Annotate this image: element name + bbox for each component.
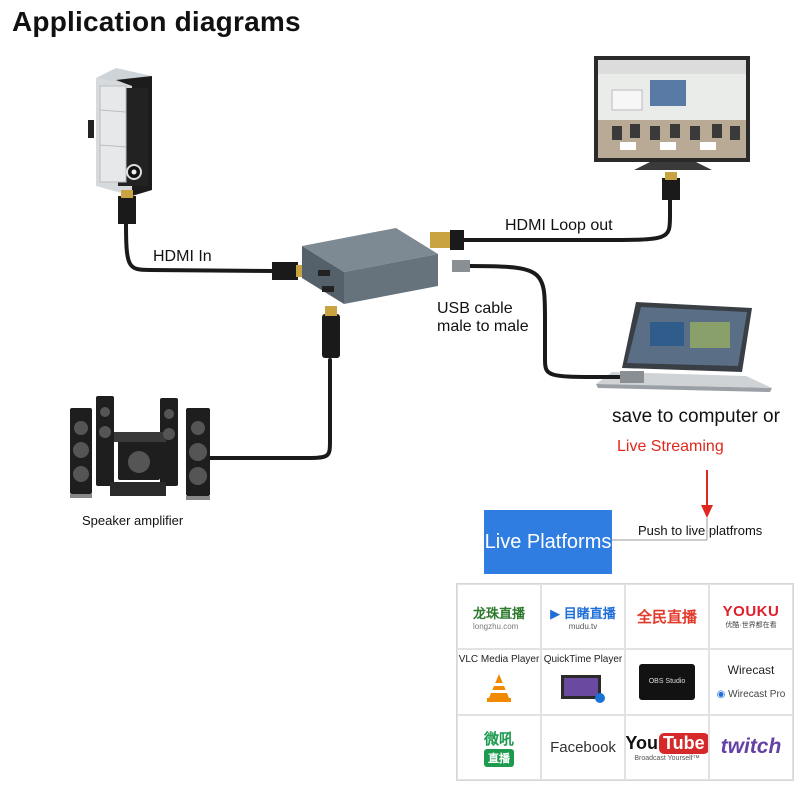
vlc-caption: VLC Media Player bbox=[458, 654, 540, 666]
wirecast-title: Wirecast bbox=[727, 663, 775, 678]
vlc-cone-icon bbox=[487, 673, 511, 702]
live-streaming-label: Live Streaming bbox=[617, 438, 724, 455]
facebook-logo: Facebook bbox=[541, 714, 625, 780]
youtube-sub: Broadcast Yourself™ bbox=[634, 754, 700, 762]
hdmi-loop-out-cable bbox=[458, 194, 672, 242]
youtube-you: You bbox=[625, 732, 658, 753]
push-arrow bbox=[612, 470, 713, 541]
pc-tower-image bbox=[88, 68, 152, 196]
usb-cable bbox=[468, 264, 624, 379]
quanmin-name: 全民直播 bbox=[636, 609, 697, 627]
quanmin-logo: 全民直播 bbox=[625, 584, 709, 650]
youku-name: YOUKU bbox=[722, 603, 780, 621]
page-title: Application diagrams bbox=[12, 6, 301, 37]
mudu-sub: mudu.tv bbox=[568, 621, 598, 631]
wirecast-pro: ◉ Wirecast Pro bbox=[717, 689, 786, 700]
hdmi-loop-out-label: HDMI Loop out bbox=[505, 217, 613, 234]
wirecast-logo: Wirecast ◉ Wirecast Pro bbox=[709, 649, 793, 715]
save-to-computer-label: save to computer or bbox=[612, 406, 780, 427]
mudu-name: 目睹直播 bbox=[563, 605, 616, 621]
usb-cable-label-line1: USB cable bbox=[437, 300, 513, 317]
speaker-amplifier-image bbox=[70, 396, 210, 500]
audio-cable bbox=[208, 358, 332, 460]
youtube-tube: Tube bbox=[659, 732, 708, 754]
live-platforms-box: Live Platforms bbox=[484, 510, 612, 574]
facebook-name: Facebook bbox=[550, 738, 616, 756]
twitch-name: twitch bbox=[720, 735, 782, 759]
twitch-logo: twitch bbox=[709, 714, 793, 780]
weibo-live-logo: 微吼 直播 bbox=[457, 714, 541, 780]
hdmi-plugs bbox=[118, 172, 680, 383]
quicktime-logo: QuickTime Player bbox=[541, 649, 625, 715]
quicktime-screen-icon bbox=[561, 674, 605, 703]
youku-sub: 优酷·世界都在看 bbox=[725, 622, 777, 630]
mudu-icon: ▶ bbox=[550, 605, 561, 621]
laptop-image bbox=[596, 302, 772, 392]
longzhu-sub: longzhu.com bbox=[472, 621, 519, 631]
quicktime-caption: QuickTime Player bbox=[543, 654, 623, 666]
vlc-logo: VLC Media Player bbox=[457, 649, 541, 715]
weibo-name-line2: 直播 bbox=[484, 748, 514, 767]
hdmi-in-label: HDMI In bbox=[153, 248, 212, 265]
wirecast-pro-label: Wirecast Pro bbox=[728, 689, 786, 701]
wirecast-icon: ◉ bbox=[716, 689, 726, 701]
cables bbox=[124, 194, 672, 460]
push-to-live-label: Push to live platfroms bbox=[638, 523, 763, 538]
speaker-amplifier-label: Speaker amplifier bbox=[82, 513, 184, 528]
obs-name: OBS Studio bbox=[648, 678, 686, 686]
longzhu-name: 龙珠直播 bbox=[472, 605, 525, 621]
hdmi-in-cable bbox=[124, 220, 277, 273]
weibo-name-line1: 微吼 bbox=[483, 730, 514, 748]
obs-logo: OBS Studio bbox=[625, 649, 709, 715]
usb-cable-label-line2: male to male bbox=[437, 318, 529, 335]
tv-image bbox=[594, 56, 750, 170]
capture-device-image bbox=[302, 228, 438, 304]
